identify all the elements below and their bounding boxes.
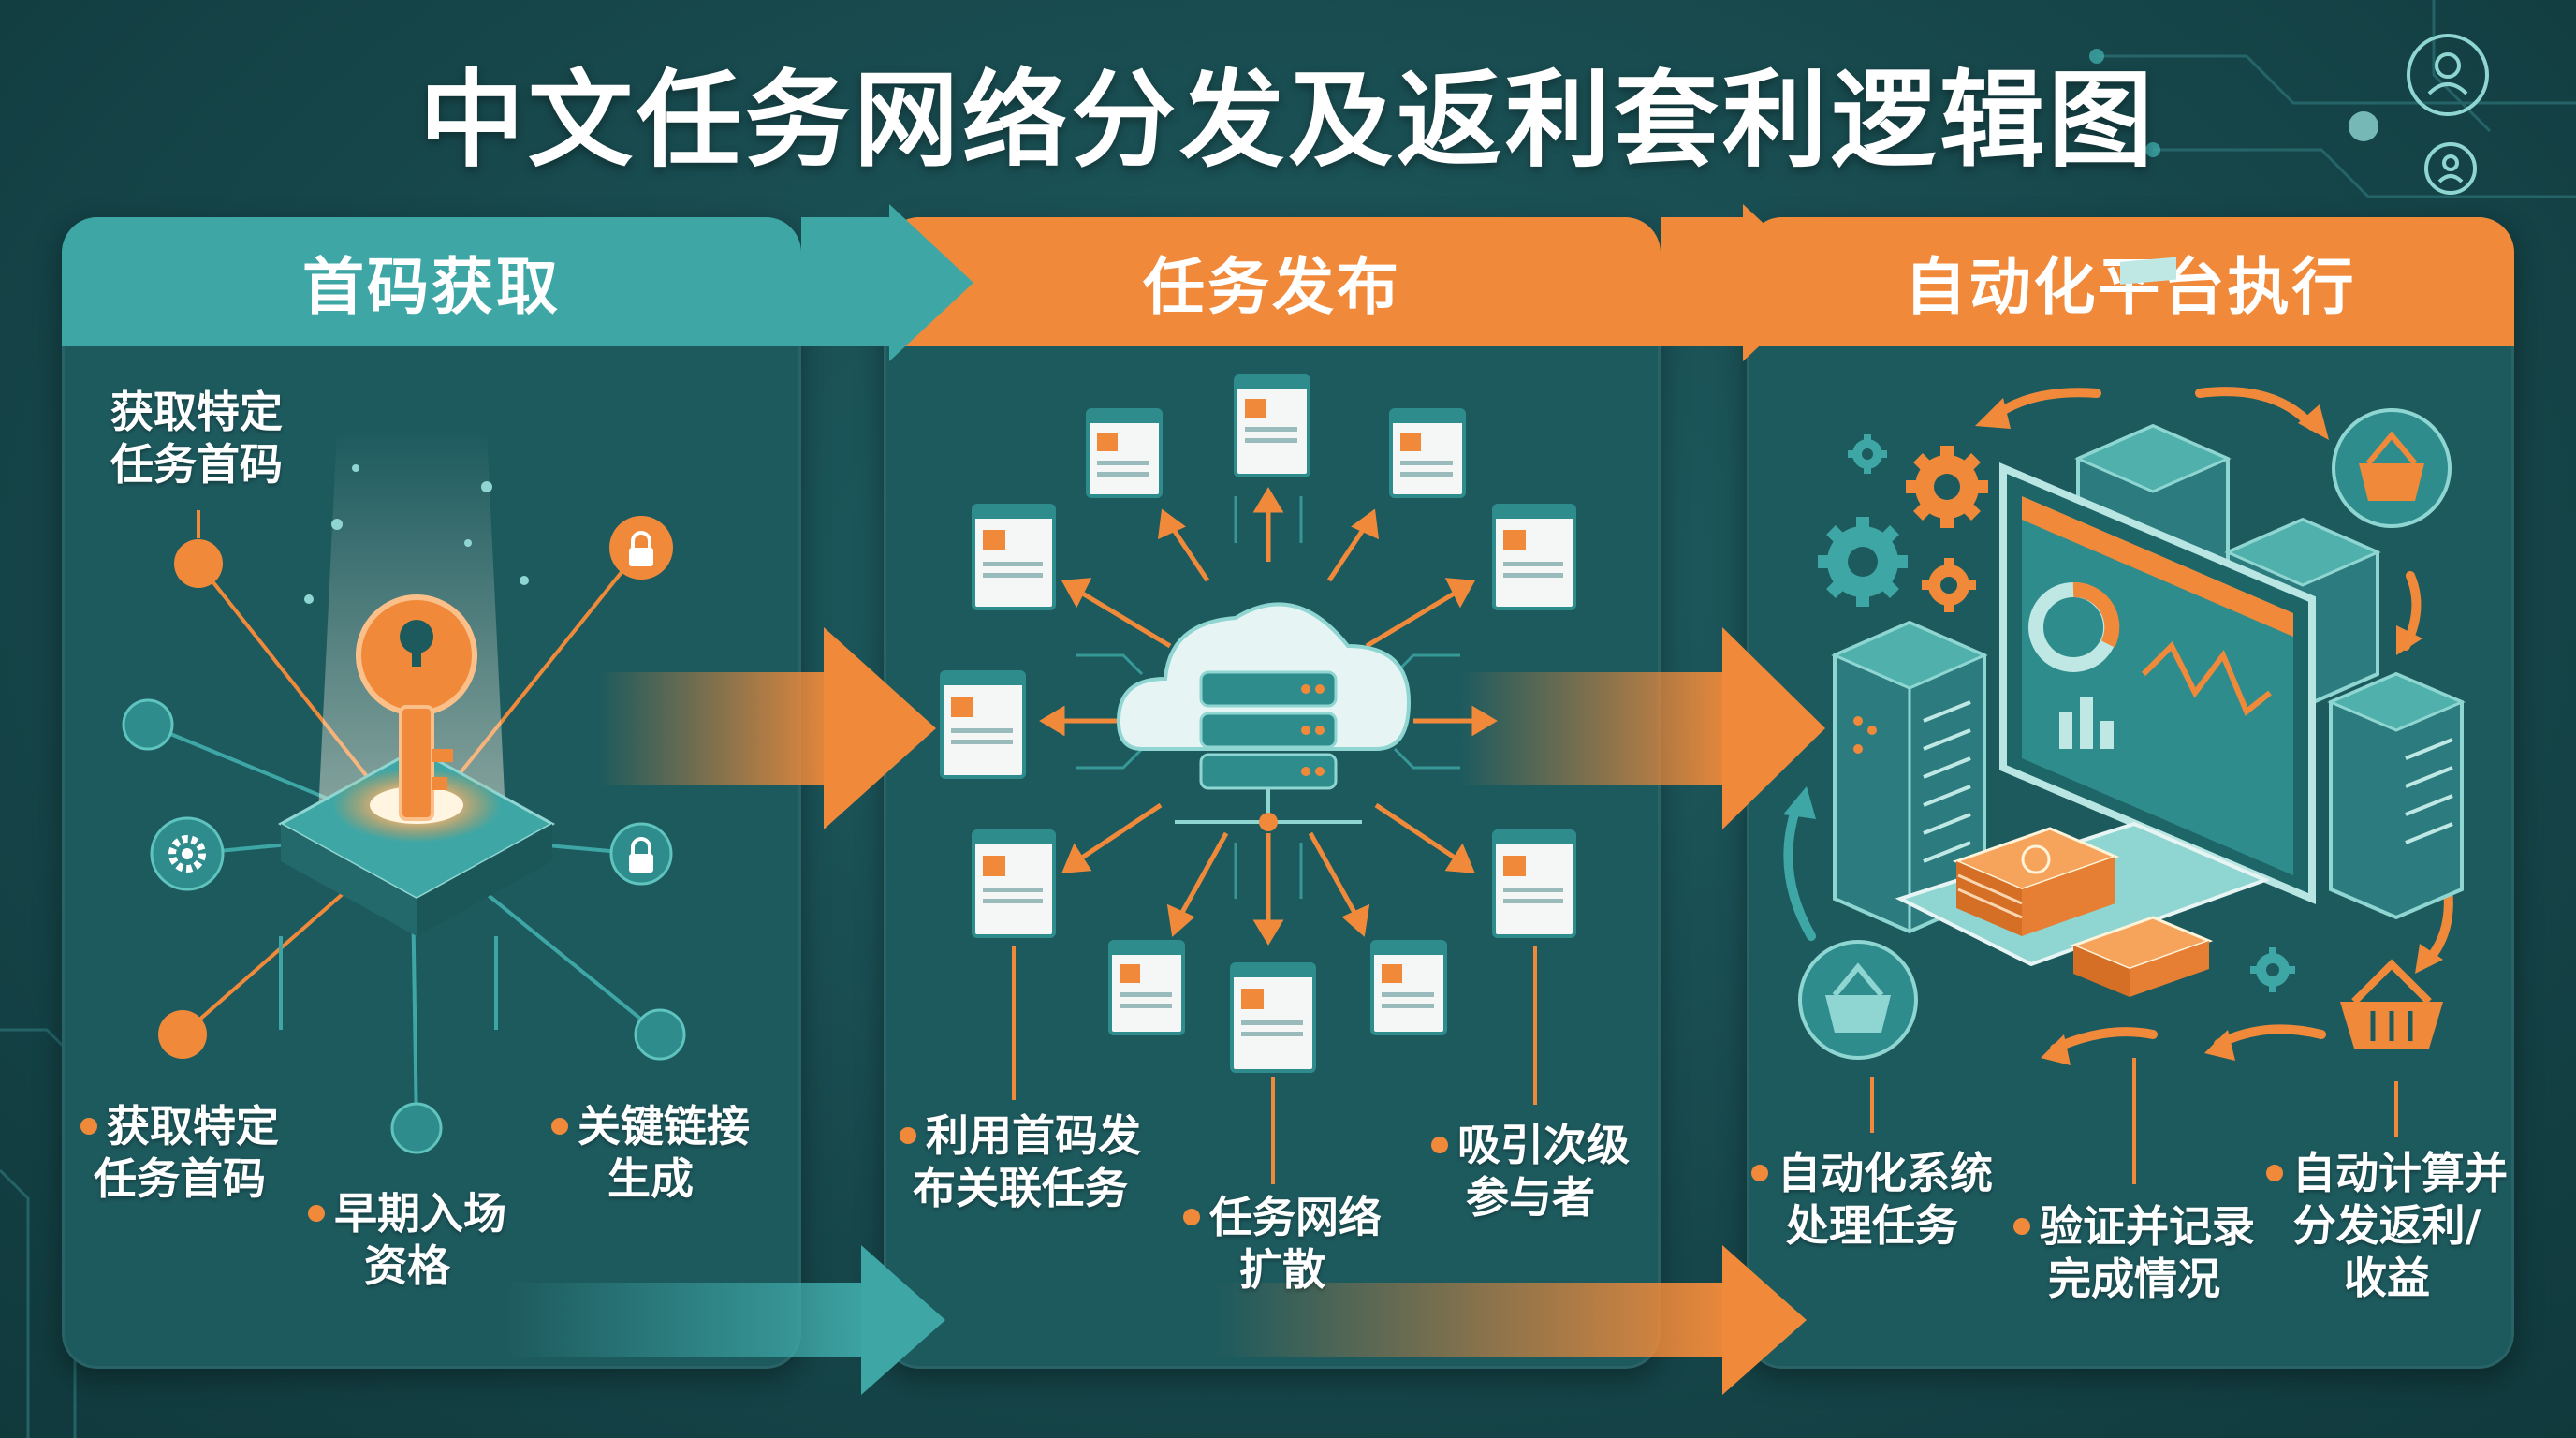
basket-icon: [2332, 408, 2452, 528]
page-title: 中文任务网络分发及返利套利逻辑图: [419, 60, 2157, 182]
cloud-arrows: [1039, 487, 1498, 946]
document-icon: [1234, 374, 1310, 477]
cycle-arrowheads: [1975, 398, 2443, 1065]
header-arrow-1: [801, 204, 973, 361]
gear-icon: [1848, 434, 1887, 474]
server-icon: [2327, 671, 2466, 920]
money-icon: [1952, 827, 2214, 997]
label-auto-process: 自动化系统 处理任务: [1736, 1147, 2008, 1252]
monitor-icon: [1895, 462, 2316, 967]
document-icon: [1230, 962, 1316, 1073]
cloud-server-icon: [1116, 602, 1412, 831]
document-icon: [972, 829, 1056, 938]
gear-icon: [1818, 517, 1908, 607]
label-early-entry: 早期入场 资格: [290, 1187, 524, 1292]
basket-icon: [2340, 959, 2443, 1049]
key-platform: [277, 747, 556, 936]
document-icon: [972, 504, 1056, 610]
label-leader-lines: [1870, 1058, 2398, 1184]
lock-icon: [609, 516, 673, 580]
label-leader-lines: [1012, 946, 1537, 1184]
label-verify-record: 验证并记录 完成情况: [1994, 1200, 2275, 1305]
document-icon: [1086, 408, 1163, 498]
document-icons: [940, 374, 1576, 1073]
stage-header-task-release: 任务发布: [884, 217, 1661, 346]
label-auto-distribute: 自动计算并 分发返利/ 收益: [2261, 1147, 2513, 1304]
gear-icon: [1906, 446, 1988, 528]
bottom-arrow-1: [505, 1245, 945, 1395]
gear-icon: [150, 816, 225, 891]
document-icon: [1389, 408, 1466, 498]
cycle-arrowhead-teal: [1783, 786, 1816, 819]
basket-icon: [1798, 940, 1918, 1060]
label-acquire-code-bottom: 获取特定 任务首码: [58, 1100, 301, 1205]
header-arrow-2: [1661, 204, 1827, 361]
person-icon: [2407, 34, 2489, 195]
document-icon: [940, 670, 1026, 779]
lock-icon: [609, 822, 673, 886]
label-publish-task: 利用首码发 布关联任务: [885, 1109, 1156, 1214]
bottom-arrow-2: [1217, 1245, 1807, 1395]
label-key-link: 关键链接 生成: [534, 1100, 768, 1205]
key-nodes: [122, 516, 686, 1154]
document-icon: [1108, 940, 1185, 1035]
sparkle-dots: [304, 464, 529, 604]
document-icon: [1492, 504, 1576, 610]
gear-icon: [1922, 558, 1976, 612]
circuit-traces: [1076, 496, 1460, 899]
stage-header-code-acquisition: 首码获取: [62, 217, 801, 346]
label-network-spread: 任务网络 扩散: [1161, 1191, 1404, 1296]
label-acquire-code-top: 获取特定 任务首码: [110, 387, 283, 490]
cycle-arrows-teal: [1783, 800, 1816, 941]
server-icon: [1831, 620, 1988, 934]
flow-arrow-1: [599, 627, 936, 829]
flow-arrow-2: [1460, 627, 1825, 829]
key-icon: [356, 594, 477, 821]
document-icon: [1370, 940, 1447, 1035]
gear-icon: [2250, 947, 2295, 992]
document-icon: [1492, 829, 1576, 938]
label-attract-participants: 吸引次级 参与者: [1409, 1119, 1652, 1224]
